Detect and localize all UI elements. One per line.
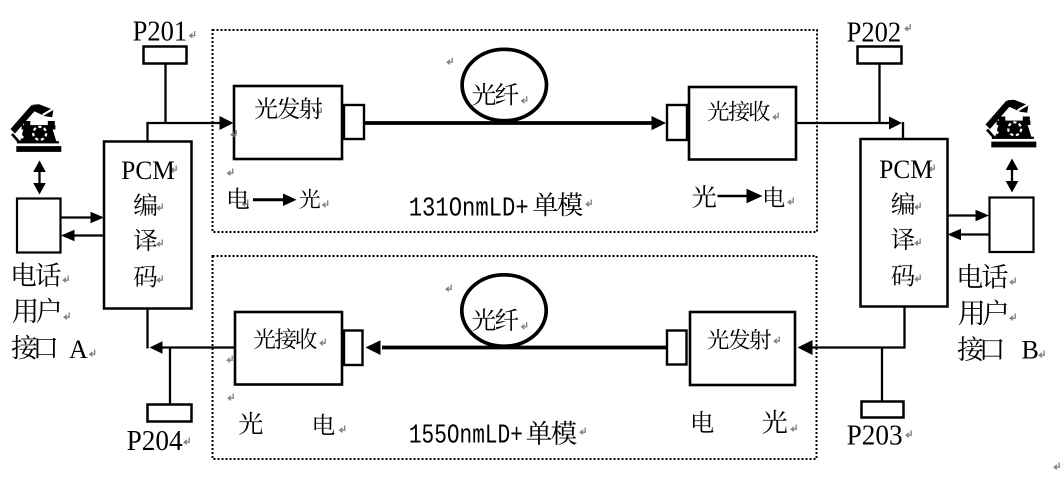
svg-text:PCM: PCM — [879, 155, 933, 184]
svg-text:PCM: PCM — [121, 156, 175, 185]
svg-text:P202: P202 — [847, 17, 902, 49]
svg-text:P204: P204 — [127, 425, 183, 457]
svg-text:B: B — [1022, 336, 1039, 365]
svg-text:155OnmLD+: 155OnmLD+ — [409, 422, 523, 452]
svg-text:131OnmLD+: 131OnmLD+ — [409, 195, 529, 225]
svg-text:A: A — [69, 335, 88, 364]
svg-text:P201: P201 — [133, 16, 188, 48]
svg-text:P203: P203 — [847, 420, 903, 452]
